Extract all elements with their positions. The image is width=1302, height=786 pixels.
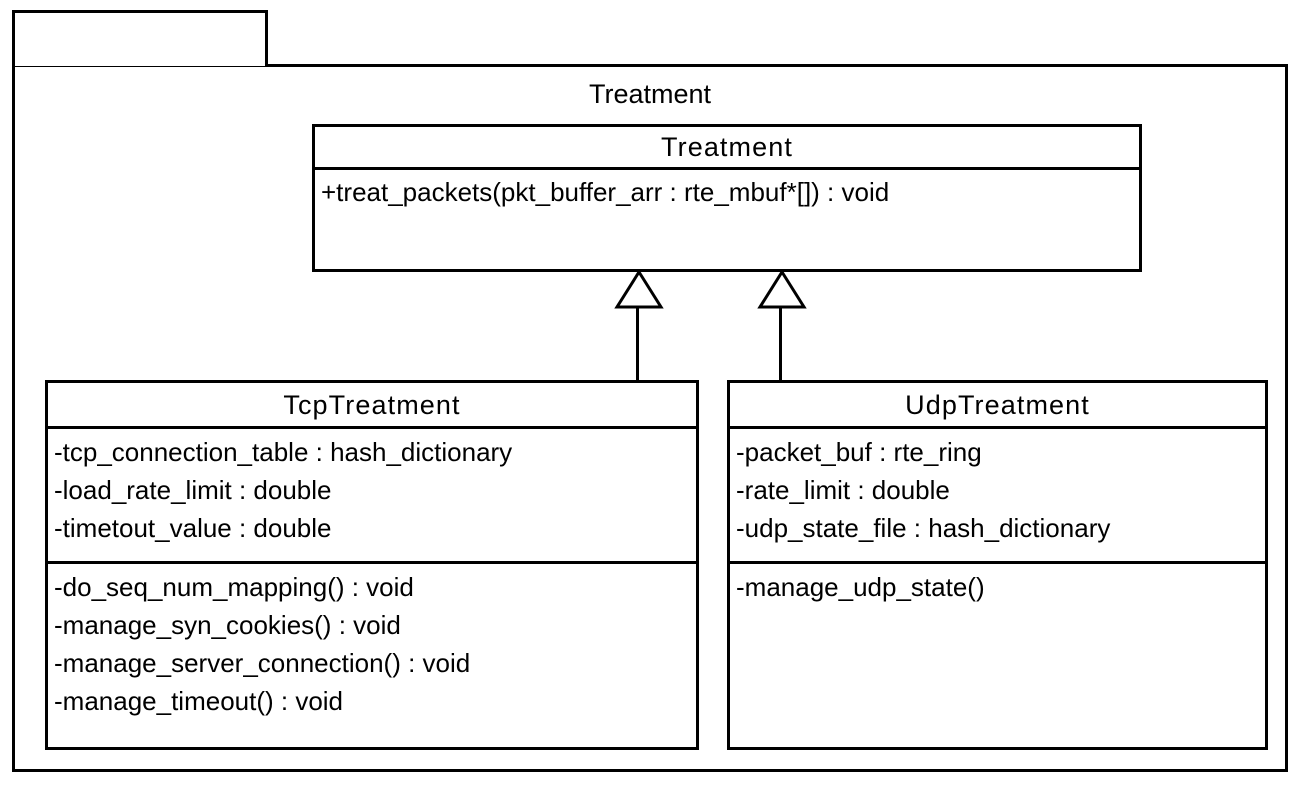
generalization-line-udp xyxy=(779,303,782,381)
class-operations-treatment: +treat_packets(pkt_buffer_arr : rte_mbuf… xyxy=(315,170,1139,215)
attribute-item: -load_rate_limit : double xyxy=(54,475,332,505)
class-title-treatment: Treatment xyxy=(315,127,1139,170)
generalization-arrow-udp xyxy=(757,270,807,309)
class-title-tcptreatment: TcpTreatment xyxy=(48,383,696,429)
attribute-item: -timetout_value : double xyxy=(54,513,332,543)
package-tab xyxy=(12,10,268,66)
attribute-item: -rate_limit : double xyxy=(736,475,950,505)
class-box-treatment[interactable]: Treatment +treat_packets(pkt_buffer_arr … xyxy=(312,124,1142,272)
class-attributes-tcptreatment: -tcp_connection_table : hash_dictionary … xyxy=(48,429,696,564)
class-box-udptreatment[interactable]: UdpTreatment -packet_buf : rte_ring -rat… xyxy=(727,380,1268,750)
generalization-line-tcp xyxy=(636,303,639,381)
attribute-item: -tcp_connection_table : hash_dictionary xyxy=(54,437,513,467)
class-operations-tcptreatment: -do_seq_num_mapping() : void -manage_syn… xyxy=(48,564,696,752)
class-box-tcptreatment[interactable]: TcpTreatment -tcp_connection_table : has… xyxy=(45,380,699,750)
attribute-item: -packet_buf : rte_ring xyxy=(736,437,982,467)
class-operations-udptreatment: -manage_udp_state() xyxy=(730,564,1265,752)
operation-item: -manage_syn_cookies() : void xyxy=(54,610,401,640)
operation-item: -manage_udp_state() xyxy=(736,572,985,602)
operation-item: -manage_timeout() : void xyxy=(54,686,344,716)
generalization-arrow-tcp xyxy=(614,270,664,309)
operation-item: -do_seq_num_mapping() : void xyxy=(54,572,414,602)
class-attributes-udptreatment: -packet_buf : rte_ring -rate_limit : dou… xyxy=(730,429,1265,564)
package-title: Treatment xyxy=(588,79,712,109)
operation-item: +treat_packets(pkt_buffer_arr : rte_mbuf… xyxy=(321,177,890,207)
attribute-item: -udp_state_file : hash_dictionary xyxy=(736,513,1111,543)
class-title-udptreatment: UdpTreatment xyxy=(730,383,1265,429)
operation-item: -manage_server_connection() : void xyxy=(54,648,471,678)
